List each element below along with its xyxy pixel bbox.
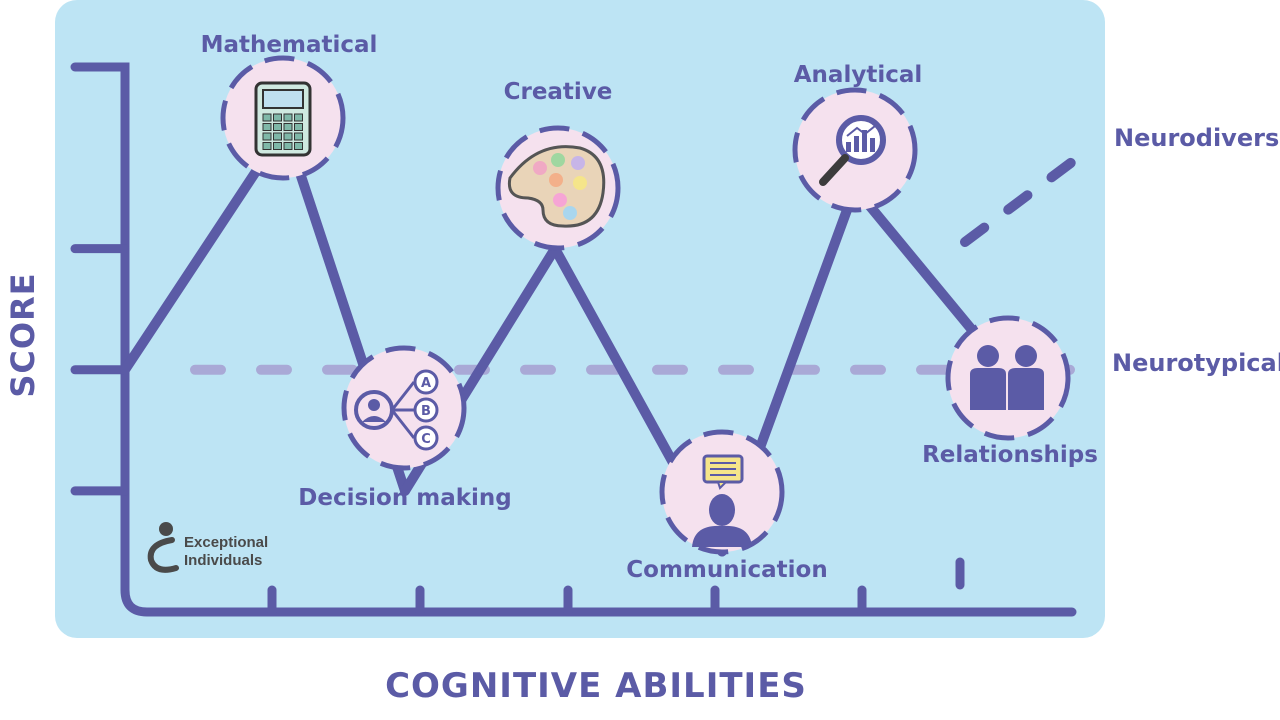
- y-ticks: [70, 244, 130, 496]
- category-label: Creative: [504, 79, 613, 105]
- y-axis-title: SCORE: [4, 272, 42, 397]
- legend-neurodiverse: Neurodiverse: [1114, 124, 1280, 152]
- decision-tree-icon: ABC: [354, 369, 439, 451]
- category-label: Relationships: [922, 442, 1098, 468]
- category-label: Communication: [626, 557, 827, 583]
- svg-text:A: A: [421, 376, 431, 391]
- brand-logo: Exceptional Individuals: [147, 522, 268, 573]
- svg-text:C: C: [421, 432, 431, 447]
- data-points: ABC: [220, 55, 1071, 555]
- speaking-person-icon: [692, 454, 752, 547]
- category-label: Mathematical: [201, 32, 378, 58]
- brand-logo-mark: [147, 537, 179, 573]
- svg-text:B: B: [421, 404, 431, 419]
- x-ticks: [267, 557, 965, 617]
- category-label: Decision making: [298, 485, 511, 511]
- calculator-icon: [254, 81, 312, 157]
- brand-line-1: Exceptional: [184, 534, 268, 551]
- brand-line-2: Individuals: [184, 552, 262, 569]
- x-axis-title: COGNITIVE ABILITIES: [385, 666, 807, 706]
- data-point-circle: [659, 429, 785, 555]
- magnifier-chart-icon: [819, 115, 886, 186]
- neurodiverse-extension: [960, 145, 1093, 247]
- category-label: Analytical: [794, 62, 923, 88]
- data-point-circle: [341, 345, 467, 471]
- palette-icon: [507, 145, 606, 228]
- y-axis: [70, 62, 1077, 617]
- legend-neurotypical: Neurotypical: [1112, 349, 1280, 377]
- brand-logo-dot: [159, 522, 173, 536]
- people-pair-icon: [970, 345, 1044, 410]
